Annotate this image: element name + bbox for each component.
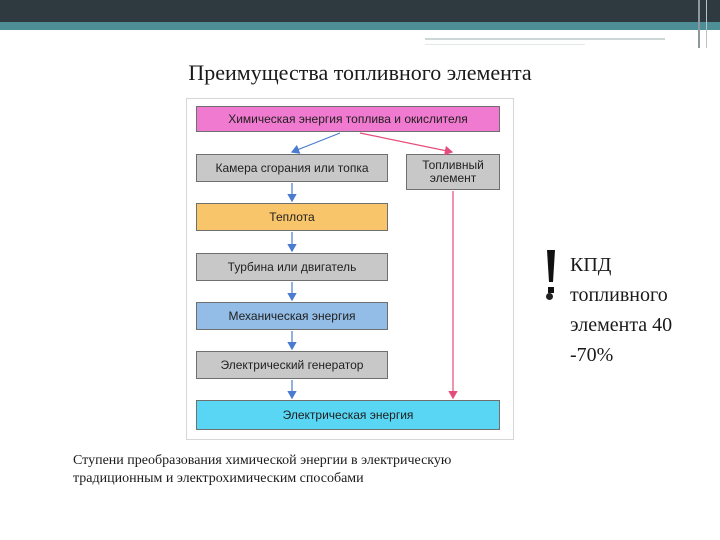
caption-line: Ступени преобразования химической энерги… (73, 453, 452, 468)
efficiency-callout: КПД топливного элемента 40 -70% (570, 250, 705, 370)
bullet-icon (546, 293, 553, 300)
box-electrical-energy: Электрическая энергия (196, 400, 500, 430)
box-chemical-energy: Химическая энергия топлива и окислителя (196, 106, 500, 132)
callout-line: элемента 40 (570, 314, 673, 336)
box-fuel-cell: Топливный элемент (406, 154, 500, 190)
slide-top-bar (0, 0, 720, 22)
callout-line: КПД (570, 254, 612, 276)
slide-top-accent (0, 22, 720, 30)
decorative-stripe (698, 0, 700, 48)
box-electric-generator: Электрический генератор (196, 351, 388, 379)
figure-caption: Ступени преобразования химической энерги… (73, 452, 613, 488)
slide-title: Преимущества топливного элемента (188, 60, 532, 85)
exclamation-icon (547, 250, 555, 293)
decorative-rule (425, 38, 665, 40)
box-mechanical-energy: Механическая энергия (196, 302, 388, 330)
decorative-rule (425, 44, 585, 45)
box-heat: Теплота (196, 203, 388, 231)
box-combustion-chamber: Камера сгорания или топка (196, 154, 388, 182)
callout-line: -70% (570, 344, 614, 366)
caption-line: традиционным и электрохимическим способа… (73, 471, 364, 486)
decorative-stripe (706, 0, 707, 48)
callout-line: топливного (570, 284, 668, 306)
box-turbine: Турбина или двигатель (196, 253, 388, 281)
